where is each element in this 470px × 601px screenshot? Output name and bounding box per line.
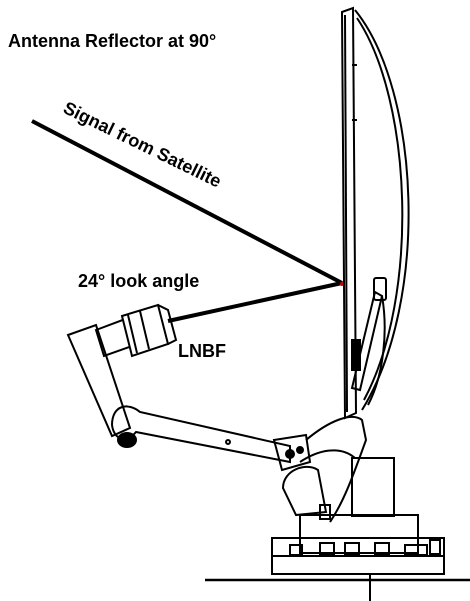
signal-line [31, 119, 343, 285]
diagram-title: Antenna Reflector at 90° [8, 31, 216, 51]
elevation-arm [299, 415, 368, 523]
look-angle-line [167, 281, 343, 323]
focal-point [340, 282, 344, 286]
look-angle-label: 24° look angle [78, 271, 199, 291]
lnbf-feedhorn [120, 303, 178, 358]
lnbf-arm [66, 316, 312, 472]
lnbf-label: LNBF [178, 341, 226, 361]
turntable-base [205, 457, 470, 601]
reflector-brace [350, 277, 387, 406]
